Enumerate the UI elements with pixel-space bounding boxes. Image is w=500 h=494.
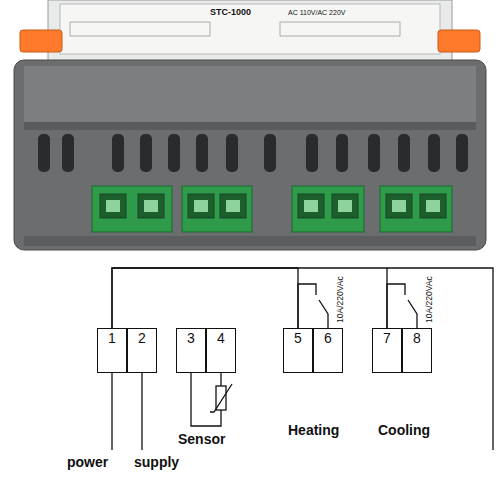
relay-rating: 10A/220VAc	[424, 276, 433, 325]
terminal-number: 5	[284, 329, 312, 346]
terminal-caption: supply	[134, 455, 179, 470]
terminal-number: 6	[314, 329, 342, 346]
terminal-number: 3	[177, 329, 205, 346]
terminal-number: 8	[403, 329, 431, 346]
terminal-number: 2	[128, 329, 156, 346]
terminal-caption: power	[67, 455, 108, 470]
device-label: AC 110V/AC 220V	[288, 9, 345, 17]
terminal-box: 8	[402, 328, 432, 373]
relay-contact	[387, 284, 417, 328]
controller-housing	[14, 0, 486, 250]
terminal-box: 3	[176, 328, 206, 373]
vent-slots	[38, 134, 468, 172]
terminal-number: 1	[98, 329, 126, 346]
terminal-caption: Heating	[288, 423, 339, 438]
terminal-box: 2	[127, 328, 157, 373]
terminal-caption: Cooling	[378, 423, 430, 438]
terminal-number: 7	[373, 329, 401, 346]
wire	[112, 268, 298, 328]
terminal-box: 7	[372, 328, 402, 373]
device-label: STC-1000	[210, 8, 251, 18]
terminal-caption: Sensor	[178, 432, 225, 447]
green-terminal-blocks	[92, 186, 452, 232]
terminal-box: 5	[283, 328, 313, 373]
relay-contact	[298, 284, 328, 328]
thermistor-symbol	[210, 384, 232, 412]
terminal-box: 1	[97, 328, 127, 373]
relay-rating: 10A/220VAc	[335, 276, 344, 325]
terminal-number: 4	[207, 329, 235, 346]
wire	[112, 268, 387, 328]
frame-wire	[112, 268, 493, 450]
terminal-box: 6	[313, 328, 343, 373]
terminal-box: 4	[206, 328, 236, 373]
